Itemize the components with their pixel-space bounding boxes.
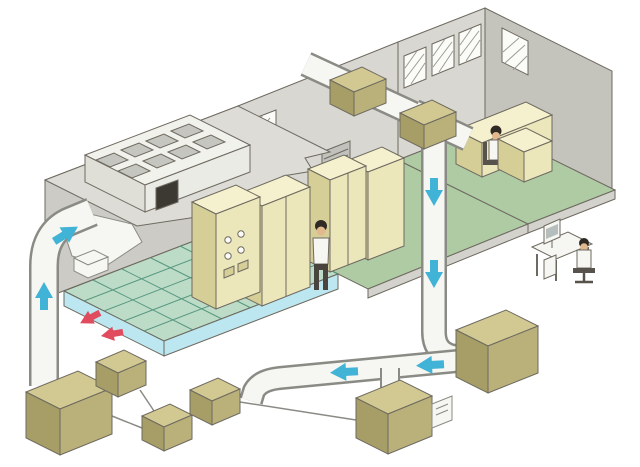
cabinet-1-control <box>190 184 262 310</box>
refrigerant-lines <box>111 389 357 429</box>
window-hatch-lines <box>459 27 481 62</box>
bottom-duct <box>241 350 469 404</box>
chair-seat <box>573 268 595 273</box>
box-front <box>387 395 433 455</box>
window-pane <box>458 23 482 66</box>
window-side-wall <box>501 27 529 76</box>
window-hatch-lines <box>502 37 528 71</box>
outdoor-unit-small-3 <box>188 377 242 426</box>
box-front <box>423 111 457 150</box>
duct-fan-unit-1 <box>328 66 388 117</box>
window-hatch-lines <box>404 50 426 85</box>
box-front <box>353 78 387 117</box>
window-office-3 <box>458 23 482 66</box>
box-front <box>487 325 539 394</box>
air-handler-right <box>454 309 540 394</box>
cabinet-switch-panel <box>223 265 235 279</box>
air-handler-bottom-center <box>354 379 453 455</box>
window-hatch-lines <box>432 38 454 73</box>
office-desk-return <box>496 127 554 183</box>
air-handling-unit <box>83 114 252 213</box>
desk-front <box>523 140 553 183</box>
window-pane <box>501 27 529 76</box>
outdoor-unit-large <box>24 370 114 456</box>
cabinet-side <box>191 201 217 310</box>
floor-outlet-box <box>72 249 110 279</box>
chair-back <box>483 142 487 165</box>
c abinet-dial <box>224 236 232 244</box>
outdoor-unit-small-2 <box>140 403 194 452</box>
window-office-1 <box>403 46 427 89</box>
chair-base <box>575 273 593 284</box>
window-pane <box>431 34 455 77</box>
person-torso <box>576 249 592 269</box>
person-face <box>492 132 500 140</box>
cabinet-dial <box>237 230 245 238</box>
ahu-louver-modules <box>94 123 227 179</box>
outdoor-worker-seated <box>573 238 595 284</box>
cabinet-switch-panel <box>237 259 249 273</box>
box-front <box>163 414 193 452</box>
cabinet-dial <box>237 246 245 254</box>
cabinet-front <box>367 157 405 261</box>
outdoor-unit-small-1 <box>94 349 148 398</box>
pc-tower <box>543 254 557 280</box>
cabinet-dial <box>224 252 232 260</box>
technician-standing <box>312 220 330 290</box>
outdoor-workstation <box>530 218 594 281</box>
window-pane <box>403 46 427 89</box>
duct-fan-unit-2 <box>398 99 458 150</box>
person-legs <box>314 264 328 290</box>
floor-slab-edge-right <box>527 189 616 234</box>
vent-slats <box>435 403 449 416</box>
box-front <box>117 360 147 398</box>
box-front <box>211 388 241 426</box>
ahu-intake-vent <box>155 179 179 211</box>
box-front <box>59 387 113 456</box>
person-face <box>580 243 588 251</box>
cabinet-front <box>215 196 261 310</box>
person-face <box>316 226 326 236</box>
monitor-screen <box>546 224 558 239</box>
cabinet-3 <box>306 154 368 273</box>
person-torso <box>312 237 330 265</box>
window-office-2 <box>431 34 455 77</box>
supply-riser <box>31 200 97 386</box>
outlet-box-body <box>73 256 109 279</box>
